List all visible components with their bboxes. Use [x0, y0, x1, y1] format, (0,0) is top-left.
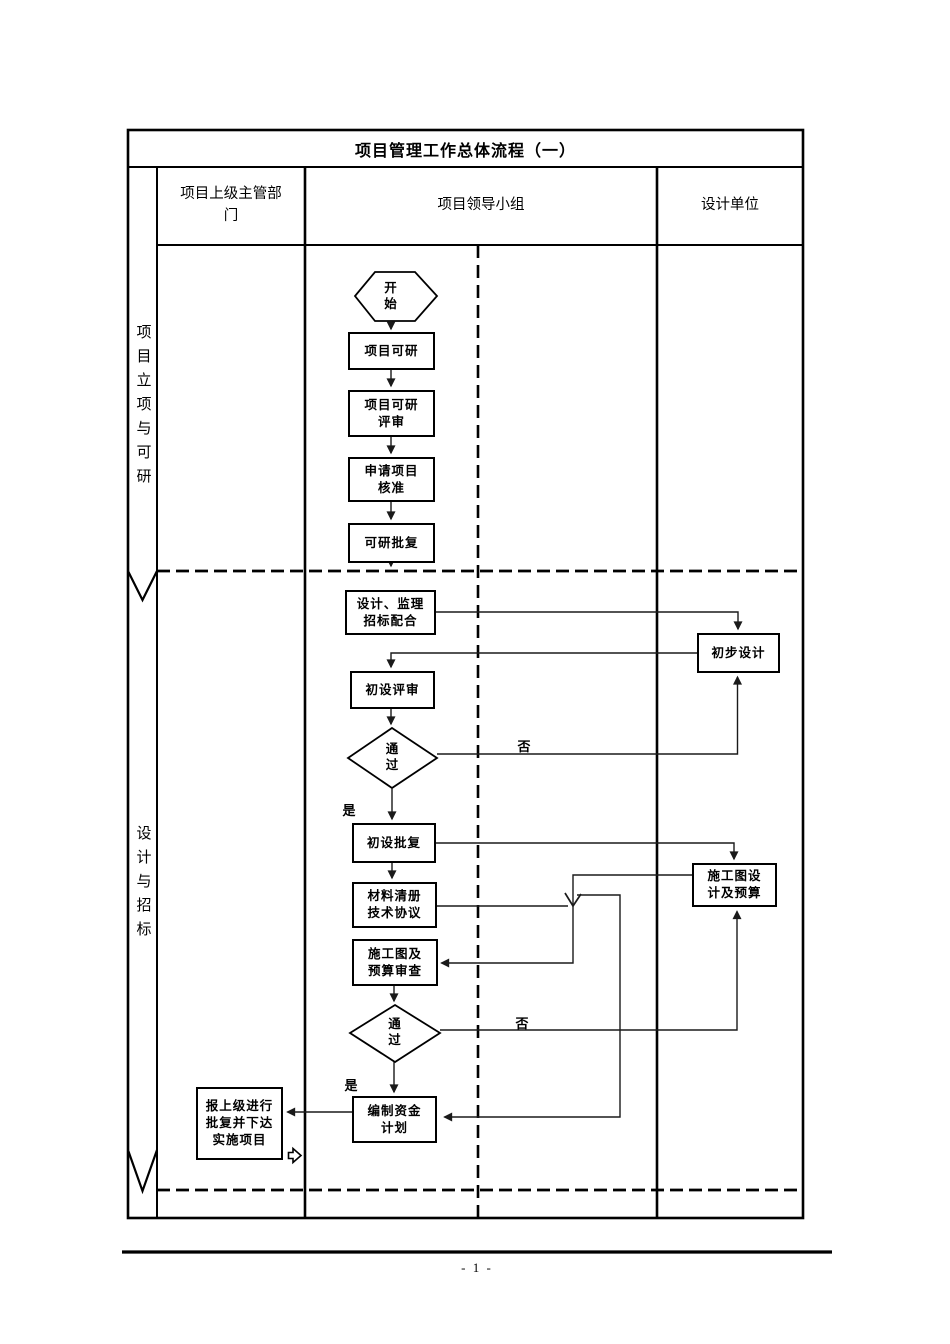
- page-title: 项目管理工作总体流程（一）: [354, 142, 576, 160]
- decision-diamond-2: [348, 1003, 442, 1064]
- node-fund-plan: 编制资金 计划: [352, 1096, 437, 1143]
- swimlane-table-grid: [126, 128, 805, 1220]
- node-report-superior: 报上级进行 批复并下达 实施项目: [196, 1087, 283, 1160]
- stage-label-1: 项目立项与可研: [124, 245, 162, 571]
- node-preliminary-design: 初步设计: [697, 633, 780, 673]
- node-material-list: 材料清册 技术协议: [352, 882, 437, 928]
- node-drawing-budget-review: 施工图及 预算审查: [352, 939, 438, 986]
- decision2-label: 通 过: [388, 1017, 402, 1047]
- node-prelim-reply: 初设批复: [352, 823, 436, 863]
- node-feasibility: 项目可研: [348, 332, 435, 370]
- stage-label-2: 设计与招标: [124, 620, 162, 1150]
- node-feasibility-review: 项目可研 评审: [348, 390, 435, 437]
- junction-arrow-mark: [564, 892, 582, 908]
- branch-yes-2: 是: [344, 1077, 358, 1093]
- lane-header-leader-group: 项目领导小组: [437, 197, 525, 214]
- stage1-text: 项目立项与可研: [134, 324, 152, 492]
- node-bid-coordination: 设计、监理 招标配合: [345, 590, 436, 635]
- node-feasibility-reply: 可研批复: [348, 523, 435, 563]
- node-prelim-review: 初设评审: [350, 671, 435, 709]
- lane-header-design-unit: 设计单位: [701, 197, 759, 214]
- stage-banner-arrows: [126, 570, 159, 1195]
- node-apply-approval: 申请项目 核准: [348, 457, 435, 502]
- branch-yes-1: 是: [342, 802, 356, 818]
- stage2-arrow-tip: [126, 1149, 159, 1195]
- branch-no-2: 否: [515, 1015, 529, 1031]
- decision1-label: 通 过: [385, 741, 400, 772]
- stage1-arrow-tip: [127, 570, 158, 603]
- flow-connectors: [286, 321, 743, 1122]
- lane-header-supervisor: 项目上级主管部 门: [180, 186, 282, 224]
- stage2-text: 设计与招标: [134, 825, 152, 945]
- branch-no-1: 否: [517, 738, 531, 754]
- page-number: - 1 -: [461, 1260, 493, 1275]
- node-start-label: 开 始: [384, 280, 398, 311]
- start-hexagon: [353, 271, 439, 322]
- node-construction-design: 施工图设 计及预算: [692, 863, 777, 907]
- page-anchor-icon: [287, 1146, 303, 1165]
